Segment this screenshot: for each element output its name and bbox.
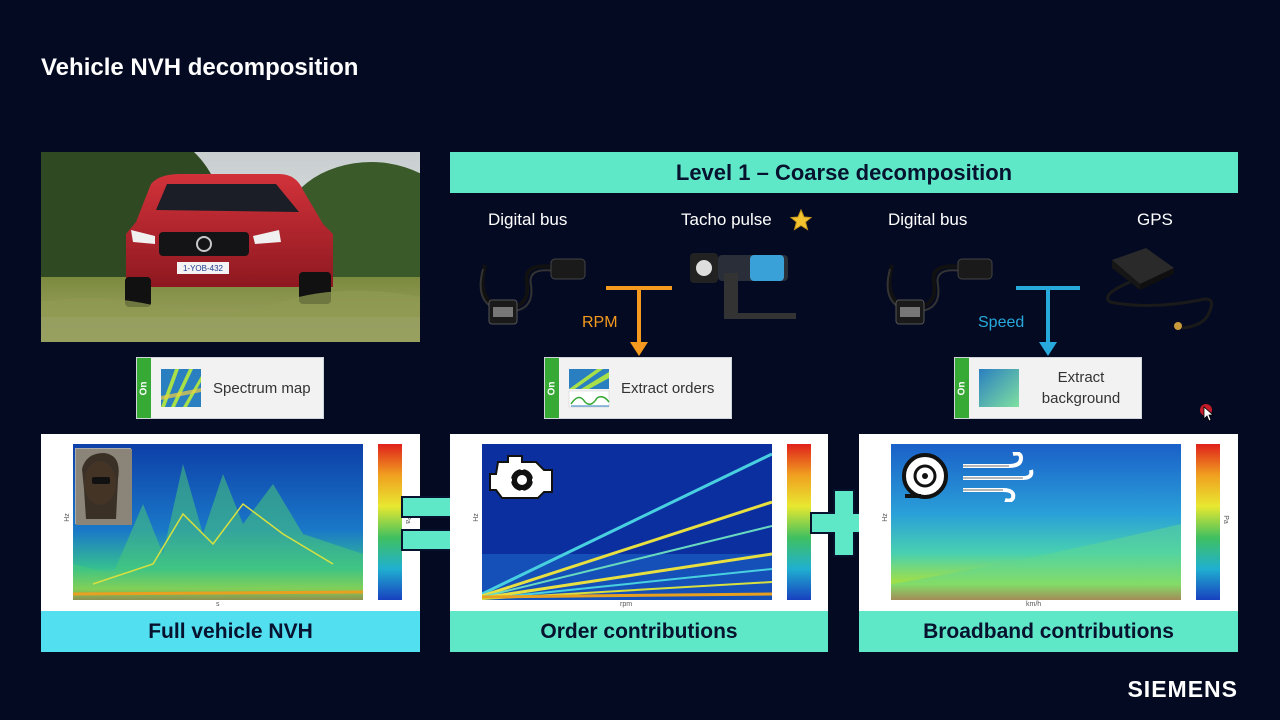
obd-cable-icon (475, 245, 590, 330)
wind-icon (959, 451, 1035, 503)
obd-cable-icon (882, 245, 997, 330)
x-axis-unit: s (216, 601, 220, 608)
x-axis-unit: km/h (1026, 601, 1042, 608)
y-axis-unit: Hz (63, 513, 71, 522)
extract-orders-block[interactable]: On Extract orders (544, 357, 732, 419)
panel-broadband-contributions: Hz km/h Pa Broadband contributions (859, 434, 1238, 652)
source-label-digital-bus-2: Digital bus (888, 210, 968, 229)
y-axis-unit: Hz (472, 513, 480, 522)
tire-icon (899, 450, 953, 504)
engine-icon (488, 448, 558, 502)
car-photo: 1-YOB-432 (41, 152, 420, 342)
slide-title: Vehicle NVH decomposition (41, 54, 359, 81)
rpm-arrow (606, 286, 672, 356)
panel-footer-order-contributions: Order contributions (450, 611, 828, 652)
plus-operator-icon (810, 489, 878, 557)
on-status[interactable]: On (545, 358, 559, 418)
source-label-tacho-pulse: Tacho pulse (681, 210, 772, 229)
color-scale-bar (378, 444, 402, 600)
color-scale-bar (1196, 444, 1220, 600)
siemens-logo: SIEMENS (1127, 676, 1238, 702)
color-scale-bar (787, 444, 811, 600)
presenter-webcam (75, 448, 132, 525)
on-status[interactable]: On (955, 358, 969, 418)
speed-label: Speed (978, 314, 1025, 331)
panel-full-vehicle-nvh: Hz s Pa Full vehicle NVH (41, 434, 420, 652)
source-label-gps: GPS (1137, 210, 1173, 229)
panel-footer-full-vehicle-nvh: Full vehicle NVH (41, 611, 420, 652)
panel-order-contributions: Hz rpm Order contributions (450, 434, 828, 652)
gps-antenna-icon (1090, 240, 1220, 335)
license-plate: 1-YOB-432 (183, 264, 224, 273)
order-spectrogram (482, 444, 772, 600)
tacho-sensor-icon (688, 243, 800, 325)
x-axis-unit: rpm (620, 601, 633, 608)
extract-background-block[interactable]: On Extract background (954, 357, 1142, 419)
z-axis-unit: Pa (1221, 515, 1229, 524)
y-axis-unit: Hz (881, 513, 889, 522)
extract-orders-label: Extract orders (621, 379, 715, 397)
mouse-cursor-icon (1199, 403, 1215, 423)
extract-background-label: Extract background (1041, 369, 1121, 407)
speed-arrow (1016, 286, 1080, 356)
on-status[interactable]: On (137, 358, 151, 418)
extract-background-icon (979, 369, 1019, 407)
spectrum-map-icon (161, 369, 201, 407)
panel-footer-broadband-contributions: Broadband contributions (859, 611, 1238, 652)
source-label-digital-bus-1: Digital bus (488, 210, 568, 229)
star-icon (789, 208, 813, 231)
spectrum-map-block[interactable]: On Spectrum map (136, 357, 324, 419)
spectrum-map-label: Spectrum map (213, 379, 311, 397)
extract-orders-icon (568, 369, 610, 408)
rpm-label: RPM (582, 314, 618, 331)
level-1-banner: Level 1 – Coarse decomposition (450, 152, 1238, 193)
